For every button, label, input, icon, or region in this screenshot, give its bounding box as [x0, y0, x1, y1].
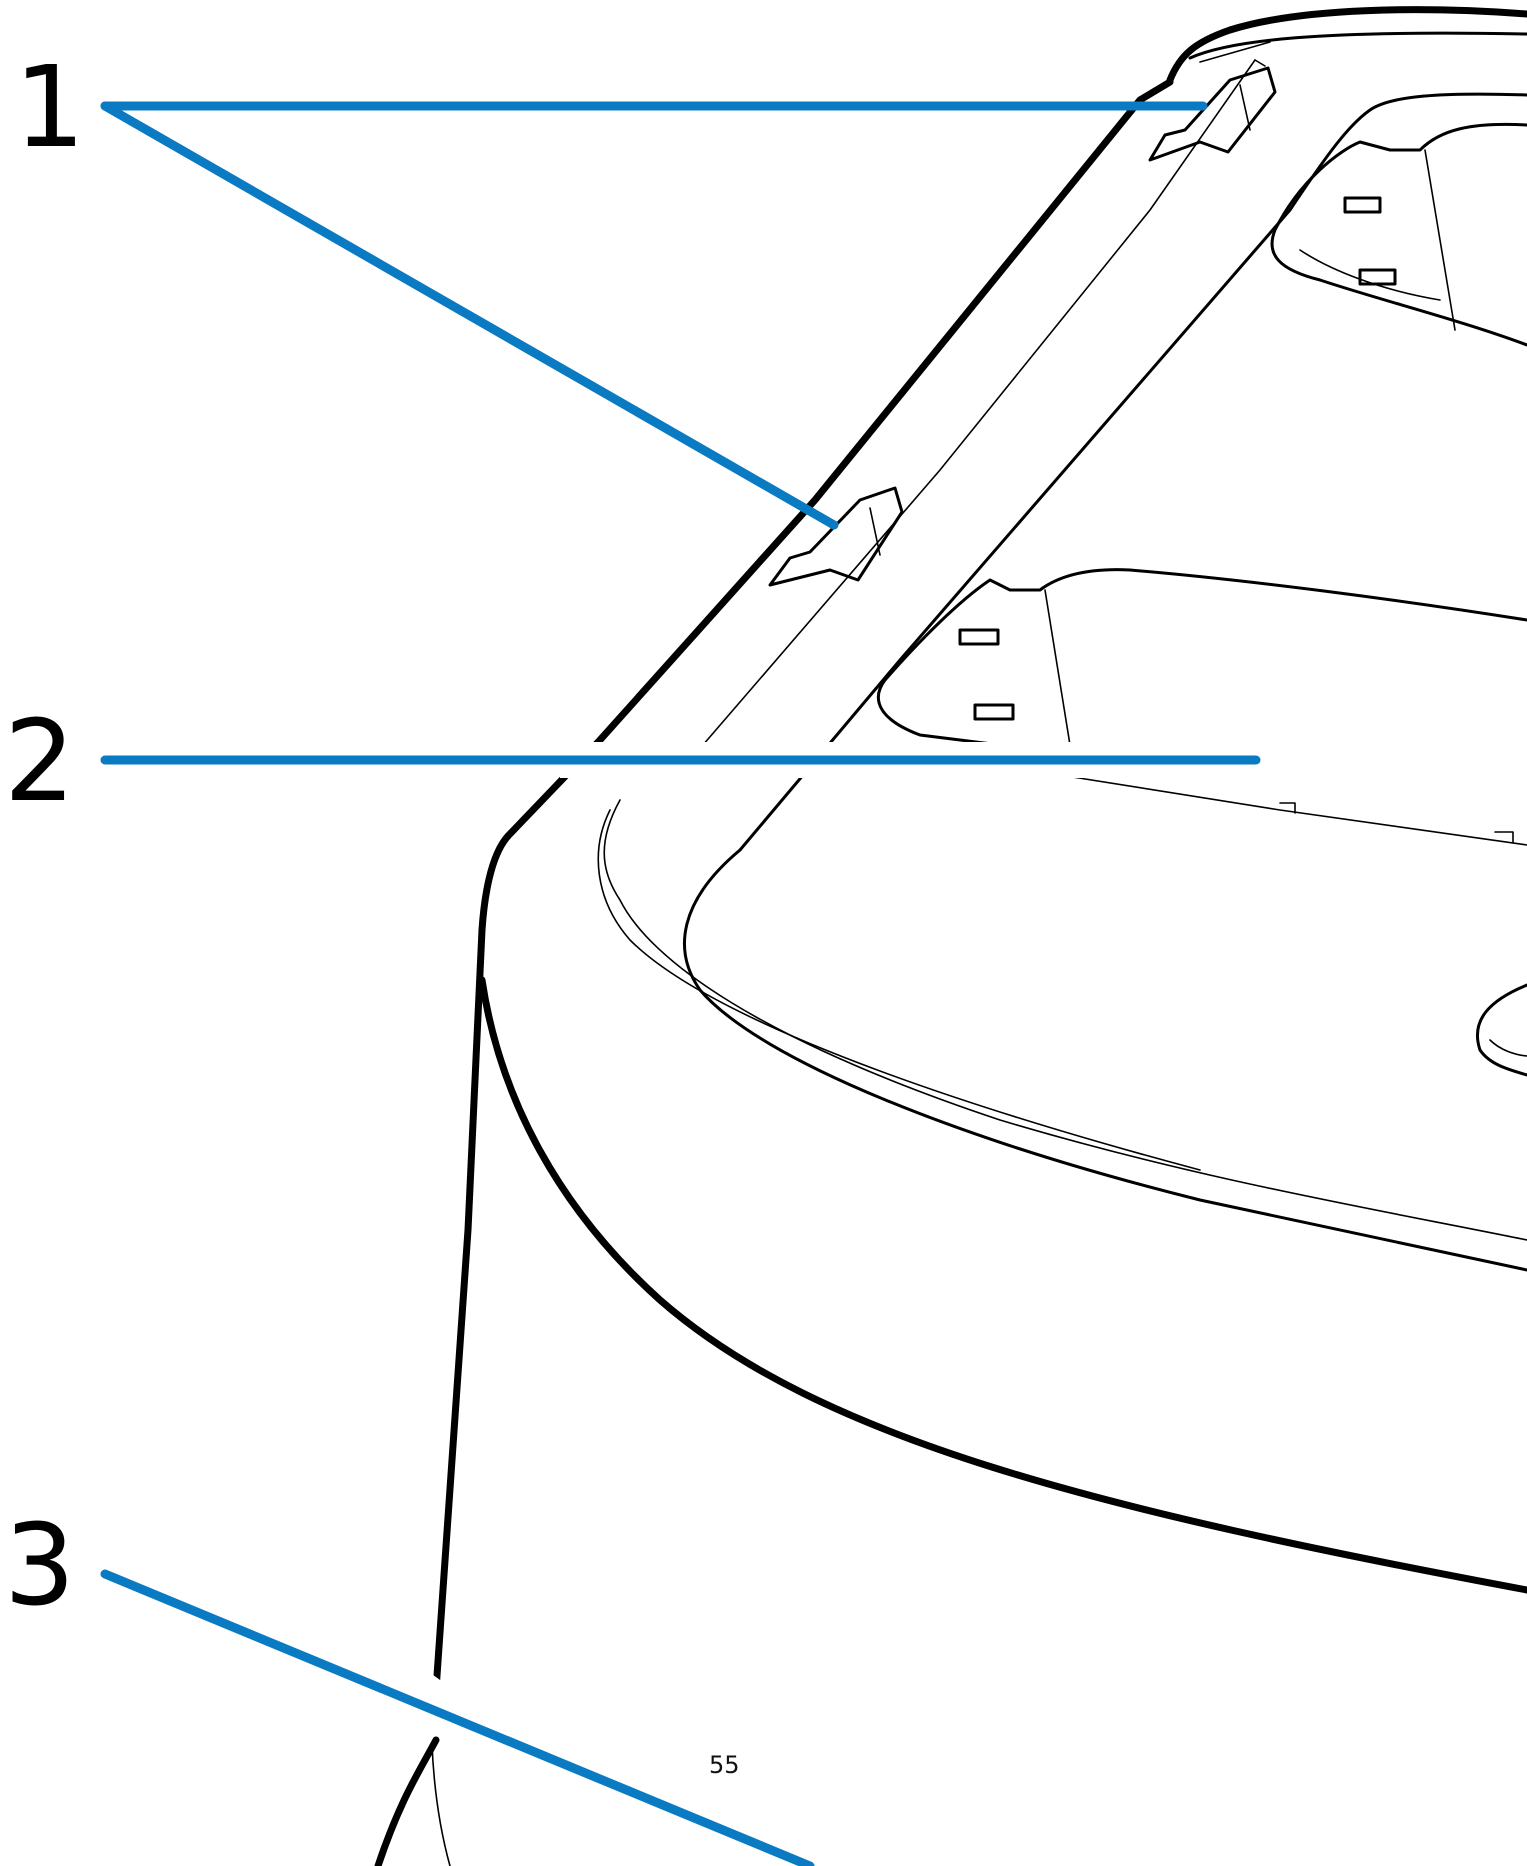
device-outline	[374, 6, 1527, 1866]
page-number: 55	[709, 1751, 740, 1779]
callout-number-3: 3	[4, 1501, 75, 1631]
callout-3-leaders	[100, 1569, 815, 1866]
callout-number-1: 1	[14, 43, 85, 173]
callout-3-leader	[100, 1569, 815, 1866]
callout-1-leader-b	[100, 101, 839, 530]
callout-1-leaders	[100, 101, 1208, 530]
callout-number-2: 2	[4, 697, 75, 827]
leader-knockouts	[411, 742, 1440, 1733]
